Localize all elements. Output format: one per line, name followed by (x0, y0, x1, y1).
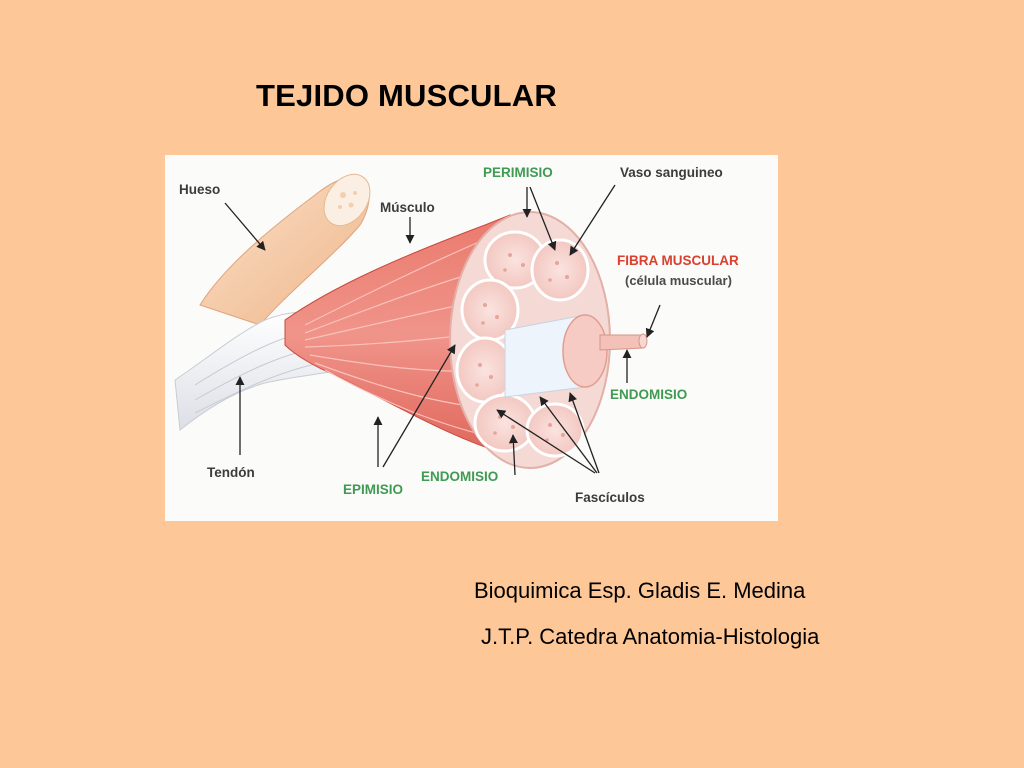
callout-arrows (224, 184, 661, 476)
label-endomisio-right: ENDOMISIO (610, 387, 687, 402)
muscle-diagram: Hueso Músculo PERIMISIO Vaso sanguineo F… (165, 155, 778, 521)
label-hueso: Hueso (179, 182, 220, 197)
muscle-fiber (504, 314, 648, 398)
label-tendon: Tendón (207, 465, 255, 480)
label-musculo: Músculo (380, 200, 435, 215)
author-position: J.T.P. Catedra Anatomia-Histologia (481, 624, 820, 649)
bone-shape (199, 173, 371, 326)
author-credit: Bioquimica Esp. Gladis E. Medina (474, 578, 806, 603)
label-vaso-sanguineo: Vaso sanguineo (620, 165, 723, 180)
muscle-diagram-svg: Hueso Músculo PERIMISIO Vaso sanguineo F… (174, 165, 739, 505)
label-fibra-muscular: FIBRA MUSCULAR (617, 253, 739, 268)
label-epimisio: EPIMISIO (343, 482, 403, 497)
muscle-cross-section (449, 211, 648, 469)
label-fasciculos: Fascículos (575, 490, 645, 505)
label-endomisio-bottom: ENDOMISIO (421, 469, 498, 484)
slide-title: TEJIDO MUSCULAR (256, 78, 557, 113)
label-perimisio: PERIMISIO (483, 165, 553, 180)
label-celula-muscular: (célula muscular) (625, 273, 732, 288)
